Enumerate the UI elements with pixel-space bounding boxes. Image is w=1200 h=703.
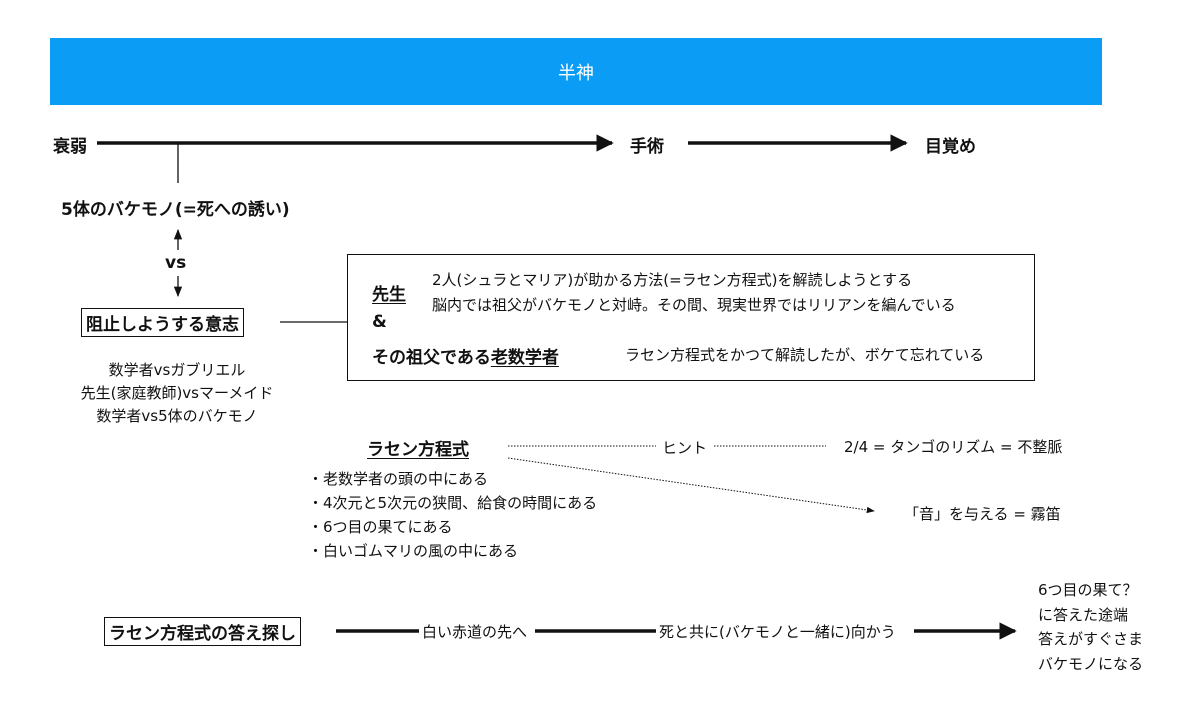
sensei-label: 先生: [372, 285, 406, 305]
result-line: に答えた途端: [1038, 605, 1129, 624]
sensei-desc-2: 脳内では祖父がバケモノと対峙。その間、現実世界ではリリアンを編んでいる: [432, 296, 956, 314]
battle-item: 数学者vsガブリエル: [108, 361, 246, 379]
title-banner: 半神: [50, 38, 1102, 105]
versus-label: vs: [165, 253, 187, 273]
timeline-middle: 手術: [630, 137, 664, 157]
location-item: ・老数学者の頭の中にある: [308, 470, 489, 488]
location-item: ・4次元と5次元の狭間、給食の時間にある: [308, 494, 598, 512]
grandfather-desc: ラセン方程式をかつて解読したが、ボケて忘れている: [625, 346, 985, 364]
battle-item: 数学者vs5体のバケモノ: [96, 407, 258, 425]
equation-label: ラセン方程式: [367, 440, 469, 460]
search-box: ラセン方程式の答え探し: [104, 617, 301, 646]
sensei-desc-1: 2人(シュラとマリア)が助かる方法(=ラセン方程式)を解読しようとする: [432, 271, 913, 289]
hint-label: ヒント: [662, 439, 708, 457]
result-line: 答えがすぐさま: [1038, 630, 1144, 648]
hint-1: 2/4 = タンゴのリズム = 不整脈: [844, 438, 1063, 456]
ampersand-label: &: [372, 312, 387, 332]
battle-item: 先生(家庭教師)vsマーメイド: [80, 384, 274, 402]
search-result: 6つ目の果て？ に答えた途端 答えがすぐさま バケモノになる: [1038, 578, 1143, 676]
timeline-end: 目覚め: [925, 137, 976, 157]
grandfather-prefix: その祖父である: [372, 348, 491, 368]
location-item: ・白いゴムマリの風の中にある: [308, 542, 519, 560]
hint-2: 「音」を与える = 霧笛: [904, 505, 1061, 523]
search-step-1: 白い赤道の先へ: [422, 623, 528, 641]
grandfather-label: 老数学者: [490, 348, 559, 368]
monster-label: 5体のバケモノ(=死への誘い): [61, 200, 290, 220]
result-line: 6つ目の果て？: [1038, 581, 1138, 599]
banner-title: 半神: [558, 62, 594, 84]
location-item: ・6つ目の果てにある: [308, 518, 453, 536]
will-box: 阻止しようする意志: [81, 308, 244, 337]
search-step-2: 死と共に(バケモノと一緒に)向かう: [659, 623, 896, 641]
grandfather-line: その祖父である老数学者: [372, 343, 559, 368]
battles-list: 数学者vsガブリエル 先生(家庭教師)vsマーメイド 数学者vs5体のバケモノ: [62, 359, 292, 428]
timeline-start: 衰弱: [53, 137, 87, 157]
equation-locations: ・老数学者の頭の中にある ・4次元と5次元の狭間、給食の時間にある ・6つ目の果…: [308, 467, 597, 563]
characters-box: [347, 254, 1035, 381]
result-line: バケモノになる: [1038, 654, 1144, 673]
